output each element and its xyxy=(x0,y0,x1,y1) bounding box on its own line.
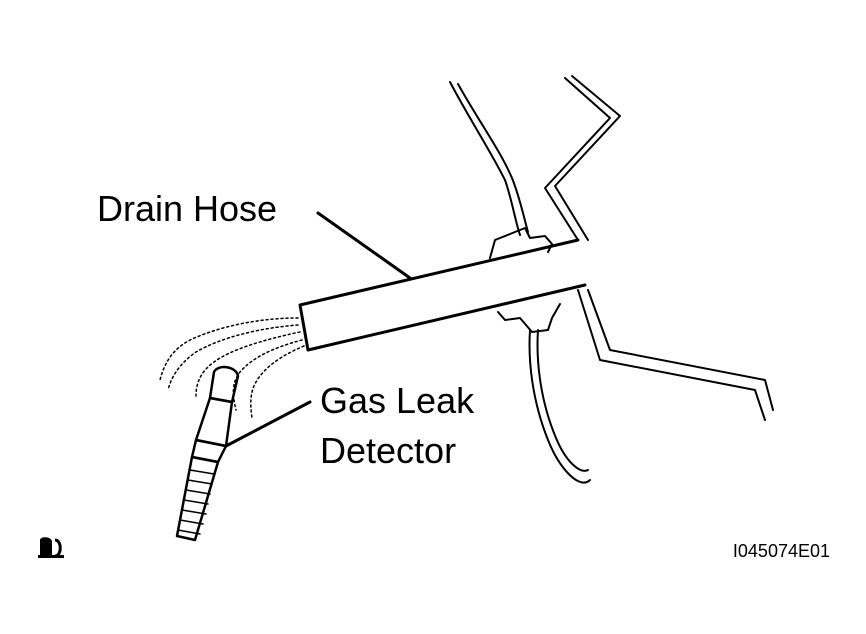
drain-hose-label: Drain Hose xyxy=(97,188,278,229)
gas-leak-detector-label-line2: Detector xyxy=(320,430,457,471)
liner-panel-upper-2 xyxy=(457,83,529,233)
gas-leak-detector-label-line1: Gas Leak xyxy=(320,380,475,421)
gas-leak-detector xyxy=(175,365,240,542)
leak-gas-dots xyxy=(159,317,305,419)
liner-panel-upper xyxy=(449,81,521,236)
refrigerant-symbol-icon xyxy=(38,537,64,558)
grommet-lower xyxy=(497,303,561,333)
liner-panel-lower xyxy=(528,329,591,484)
body-panel-lower-inner xyxy=(587,289,774,411)
figure-code: I045074E01 xyxy=(732,541,830,561)
gas-leak-detector-leader xyxy=(224,400,312,448)
drain-hose-body xyxy=(298,238,587,352)
body-panel-lower-outer xyxy=(577,289,766,421)
body-panel-outer xyxy=(544,77,611,241)
body-panel-inner xyxy=(554,75,621,241)
grommet-upper xyxy=(489,227,553,259)
liner-panel-lower-2 xyxy=(536,329,589,472)
drain-hose-leader xyxy=(316,211,412,280)
